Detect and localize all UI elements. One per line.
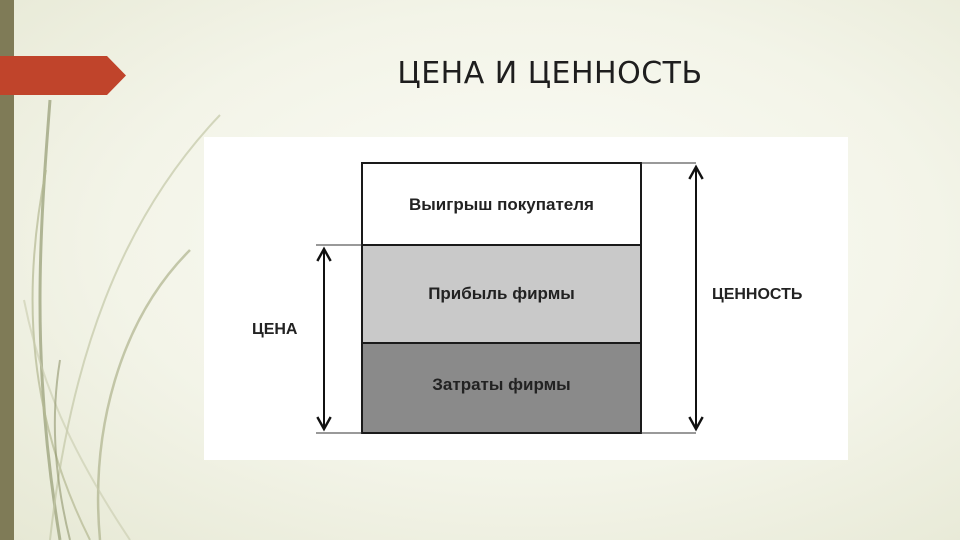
title-arrow-polygon — [0, 56, 126, 95]
block-firm-costs — [361, 342, 642, 434]
diagram-card: Выигрыш покупателя Прибыль фирмы Затраты… — [204, 137, 848, 460]
buyer-surplus-label: Выигрыш покупателя — [409, 195, 594, 214]
title-arrow-shape — [0, 56, 126, 95]
firm-costs-label: Затраты фирмы — [432, 375, 571, 394]
grass-decoration — [23, 99, 221, 540]
block-buyer-surplus — [361, 162, 642, 246]
block-firm-profit — [361, 244, 642, 344]
firm-profit-label: Прибыль фирмы — [428, 284, 575, 303]
value-label: ЦЕННОСТЬ — [712, 286, 803, 303]
left-accent-bar — [0, 0, 14, 540]
price-label: ЦЕНА — [252, 321, 298, 338]
slide-title: ЦЕНА И ЦЕННОСТЬ — [397, 56, 703, 91]
price-value-diagram — [316, 162, 704, 434]
